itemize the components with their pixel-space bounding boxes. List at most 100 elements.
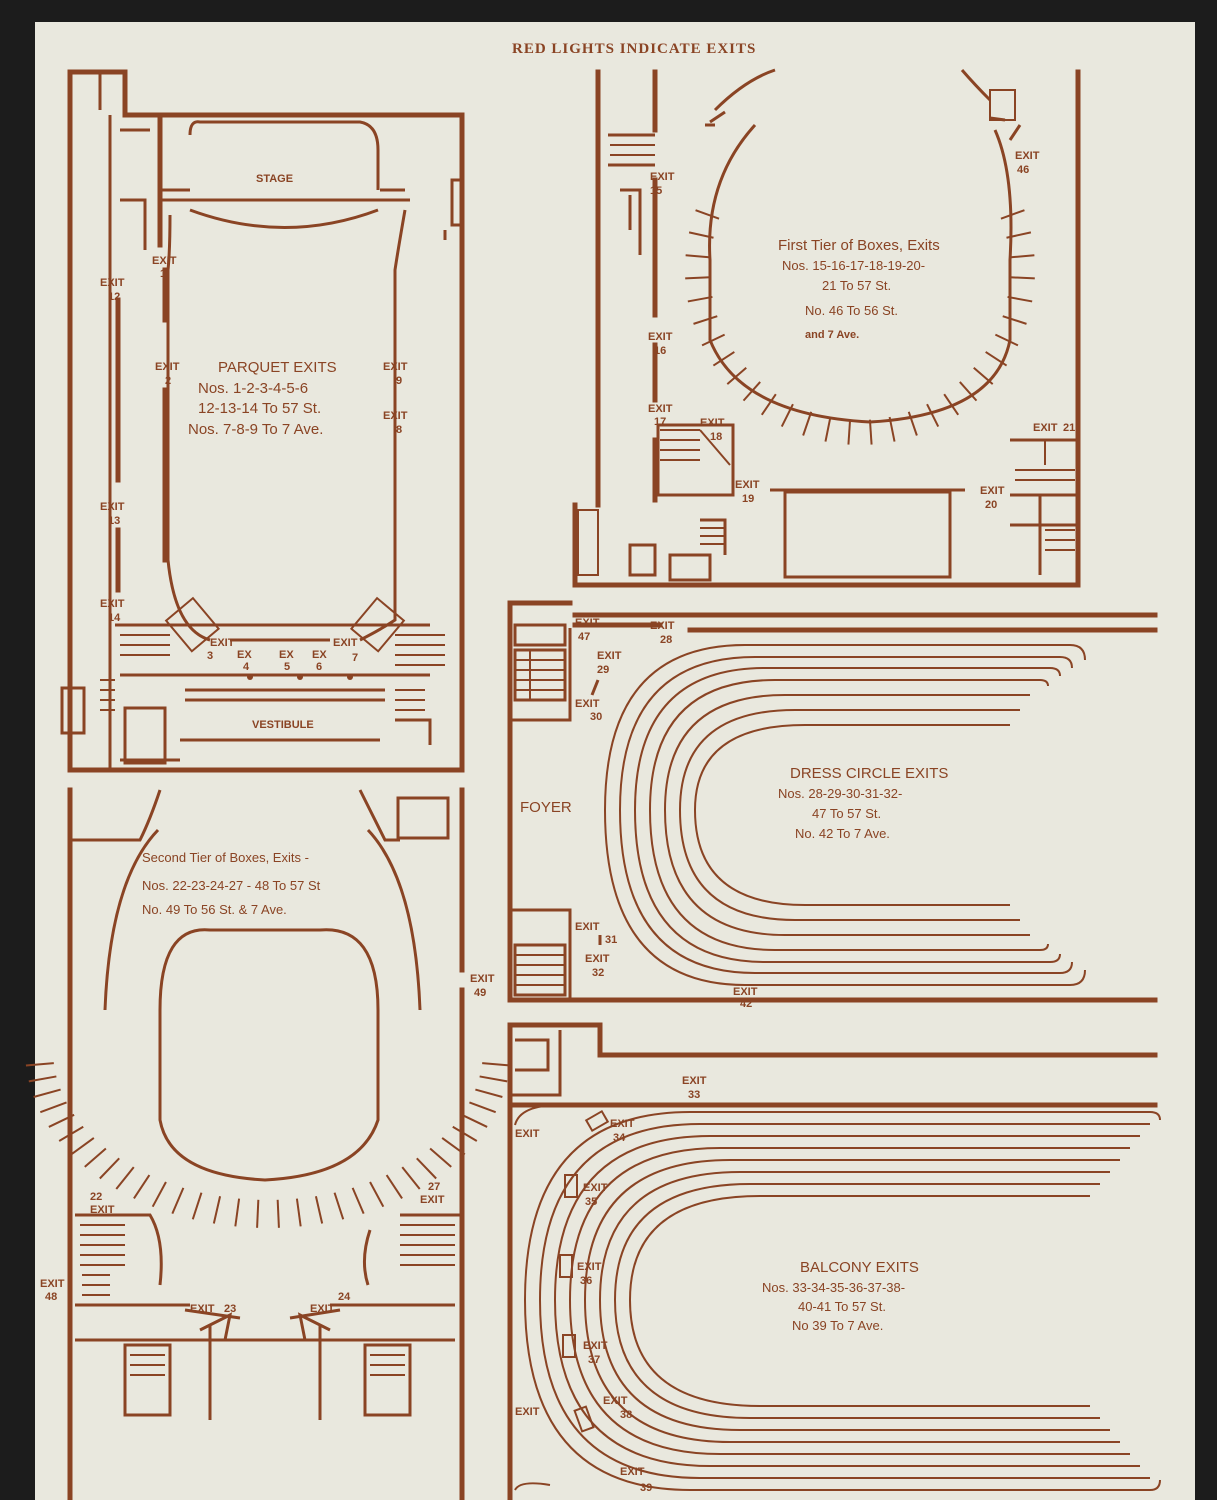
box-row-line: [171, 1187, 185, 1215]
first-tier-line1: First Tier of Boxes, Exits: [778, 237, 940, 254]
box-row-line: [926, 403, 940, 427]
parquet-exit14: 14: [108, 612, 121, 624]
first-tier-exit20: 20: [985, 499, 997, 511]
second-exit24: 24: [338, 1291, 351, 1303]
balcony-exit33: 33: [688, 1089, 700, 1101]
paper-sheet: [35, 22, 1195, 1500]
box-row-line: [693, 315, 718, 325]
parquet-line3: Nos. 7-8-9 To 7 Ave.: [188, 421, 323, 438]
balcony-exit35: 35: [585, 1196, 597, 1208]
dress-exit-word: EXIT: [575, 921, 600, 933]
first-tier-exit-word: EXIT: [735, 479, 760, 491]
parquet-exit8: 8: [396, 424, 402, 436]
second-exit-word: EXIT: [40, 1278, 65, 1290]
dress-exit30: 30: [590, 711, 602, 723]
parquet-exit3: 3: [207, 650, 213, 662]
box-row-line: [314, 1196, 324, 1224]
dress-exit31: 31: [605, 934, 617, 946]
first-tier-line2: Nos. 15-16-17-18-19-20-: [782, 258, 925, 273]
parquet-ex-word: EX: [237, 649, 252, 661]
first-tier-plan: First Tier of Boxes, Exits Nos. 15-16-17…: [572, 68, 1081, 588]
box-row-line: [461, 1113, 488, 1128]
balcony-exit-word: EXIT: [620, 1466, 645, 1478]
balcony-exit37: 37: [588, 1354, 600, 1366]
balcony-exit38: 38: [620, 1409, 632, 1421]
dress-exit-word: EXIT: [575, 698, 600, 710]
balcony-exit-word: EXIT: [610, 1118, 635, 1130]
box-row-line: [333, 1192, 345, 1220]
foyer-label: FOYER: [520, 799, 572, 816]
header-title: RED LIGHTS INDICATE EXITS: [512, 41, 756, 57]
parquet-exit6: 6: [316, 661, 322, 673]
balcony-line2: 40-41 To 57 St.: [798, 1299, 886, 1314]
dress-exit42: 42: [740, 998, 752, 1010]
parquet-exit4: 4: [243, 661, 250, 673]
box-row-line: [151, 1181, 167, 1208]
parquet-exit-word: EXIT: [100, 598, 125, 610]
second-tier-plan: Second Tier of Boxes, Exits - Nos. 22-23…: [40, 787, 495, 1500]
first-tier-exit17: 17: [654, 416, 666, 428]
first-tier-exit-word: EXIT: [980, 485, 1005, 497]
box-row-line: [726, 367, 747, 385]
box-row-line: [33, 1088, 61, 1098]
box-row-line: [888, 416, 896, 442]
second-tier-line2: Nos. 22-23-24-27 - 48 To 57 St: [142, 878, 321, 893]
dress-exit-word: EXIT: [585, 953, 610, 965]
parquet-exit5: 5: [284, 661, 290, 673]
second-exit48: 48: [45, 1291, 57, 1303]
box-row-line: [1009, 276, 1035, 280]
dress-circle-plan: FOYER DRESS CIRCLE EXITS Nos. 28-29-30-3…: [507, 600, 1158, 1010]
parquet-plan: STAGE PARQUET EXITS Nos. 1-2-3-4-5-6 12-…: [60, 69, 465, 773]
second-tier-box-rows: [25, 1062, 511, 1228]
parquet-exit-word: EXIT: [210, 637, 235, 649]
box-row-line: [479, 1075, 508, 1083]
dress-exit-word: EXIT: [650, 620, 675, 632]
dress-exit-word: EXIT: [597, 650, 622, 662]
balcony-exit-word: EXIT: [577, 1261, 602, 1273]
box-row-line: [234, 1198, 241, 1227]
box-row-line: [482, 1062, 511, 1067]
dress-circle-line1: Nos. 28-29-30-31-32-: [778, 786, 902, 801]
first-tier-exit19: 19: [742, 493, 754, 505]
parquet-exit-word: EXIT: [100, 277, 125, 289]
box-row-line: [1000, 209, 1025, 220]
balcony-line1: Nos. 33-34-35-36-37-38-: [762, 1280, 905, 1295]
box-row-line: [712, 351, 735, 367]
box-row-line: [452, 1125, 478, 1142]
first-tier-exit-word: EXIT: [648, 331, 673, 343]
first-tier-line3: 21 To 57 St.: [822, 278, 891, 293]
balcony-exit-word: EXIT: [583, 1340, 608, 1352]
box-row-line: [84, 1147, 107, 1168]
box-row-line: [973, 367, 994, 385]
first-tier-exit21: 21: [1063, 422, 1075, 434]
box-row-line: [133, 1174, 151, 1200]
balcony-exit-word: EXIT: [682, 1075, 707, 1087]
dress-exit47: 47: [578, 631, 590, 643]
box-row-line: [687, 295, 713, 303]
box-row-line: [351, 1187, 365, 1215]
box-row-line: [469, 1101, 497, 1114]
first-tier-exit18: 18: [710, 431, 722, 443]
balcony-exit-word: EXIT: [515, 1128, 540, 1140]
box-row-line: [48, 1113, 75, 1128]
box-row-line: [475, 1088, 503, 1098]
box-row-line: [256, 1199, 260, 1228]
box-row-line: [99, 1157, 120, 1180]
box-row-line: [685, 254, 711, 259]
second-tier-line1: Second Tier of Boxes, Exits -: [142, 850, 309, 865]
second-exit27: 27: [428, 1181, 440, 1193]
box-row-line: [295, 1198, 302, 1227]
box-row-line: [276, 1199, 280, 1228]
first-tier-exit-word: EXIT: [700, 417, 725, 429]
box-row-line: [742, 381, 761, 402]
parquet-exit13: 13: [108, 515, 120, 527]
stage-label: STAGE: [256, 173, 293, 185]
balcony-exit-word: EXIT: [603, 1395, 628, 1407]
first-tier-line5: and 7 Ave.: [805, 329, 859, 341]
box-row-line: [802, 411, 813, 436]
box-row-line: [441, 1137, 466, 1156]
box-row-line: [70, 1137, 95, 1156]
dress-circle-title: DRESS CIRCLE EXITS: [790, 765, 948, 782]
parquet-ex-word: EX: [312, 649, 327, 661]
